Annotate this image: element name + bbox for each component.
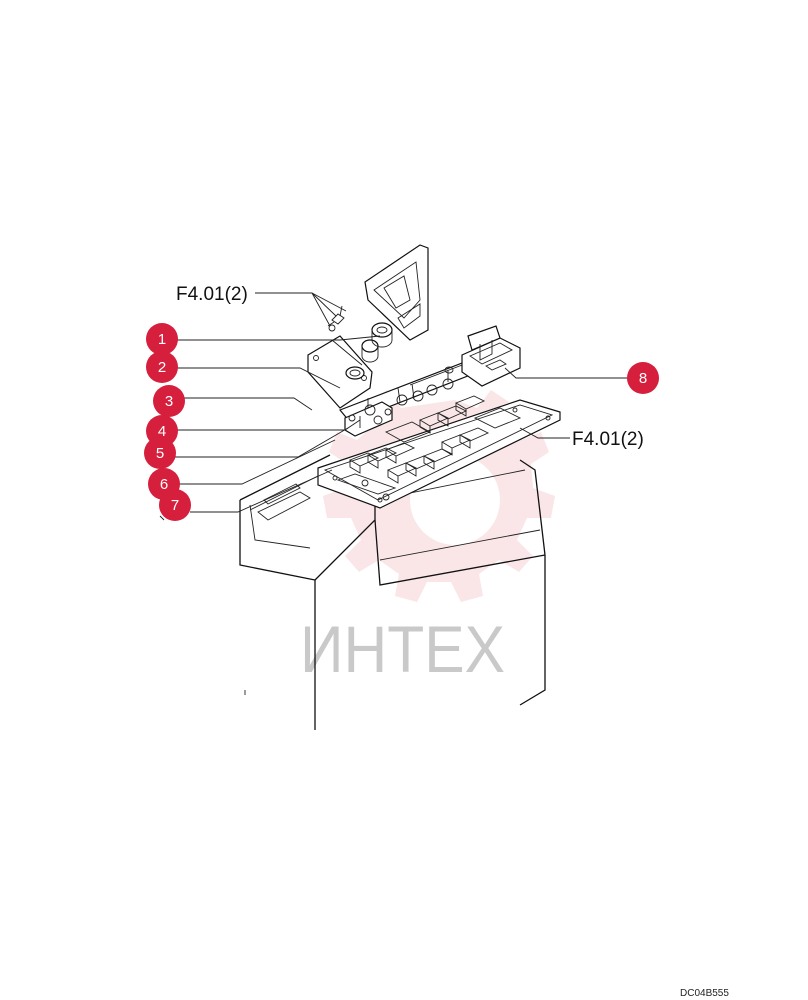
svg-text:6: 6: [160, 476, 168, 493]
drawing-code: DC04B555: [680, 988, 729, 999]
svg-text:3: 3: [165, 393, 173, 410]
leader-lines: [159, 292, 640, 521]
svg-text:1: 1: [158, 331, 166, 348]
callout-1: 1: [146, 323, 178, 355]
callout-2: 2: [146, 351, 178, 383]
switch-panel: [317, 395, 561, 509]
svg-text:2: 2: [158, 359, 166, 376]
svg-text:7: 7: [171, 497, 179, 514]
callout-7: 7: [159, 489, 191, 521]
bracket-assembly: [307, 305, 393, 409]
callout-5: 5: [144, 437, 176, 469]
instrument-cluster: [364, 244, 429, 341]
relay-box: [461, 325, 521, 387]
svg-text:4: 4: [158, 423, 166, 440]
reference-label-right: F4.01(2): [572, 429, 644, 450]
callout-3: 3: [153, 385, 185, 417]
reference-label-top: F4.01(2): [176, 284, 248, 305]
callout-8: 8: [627, 362, 659, 394]
svg-text:5: 5: [156, 445, 164, 462]
watermark-text: ИНТЕХ: [300, 612, 505, 686]
svg-text:8: 8: [639, 370, 647, 387]
